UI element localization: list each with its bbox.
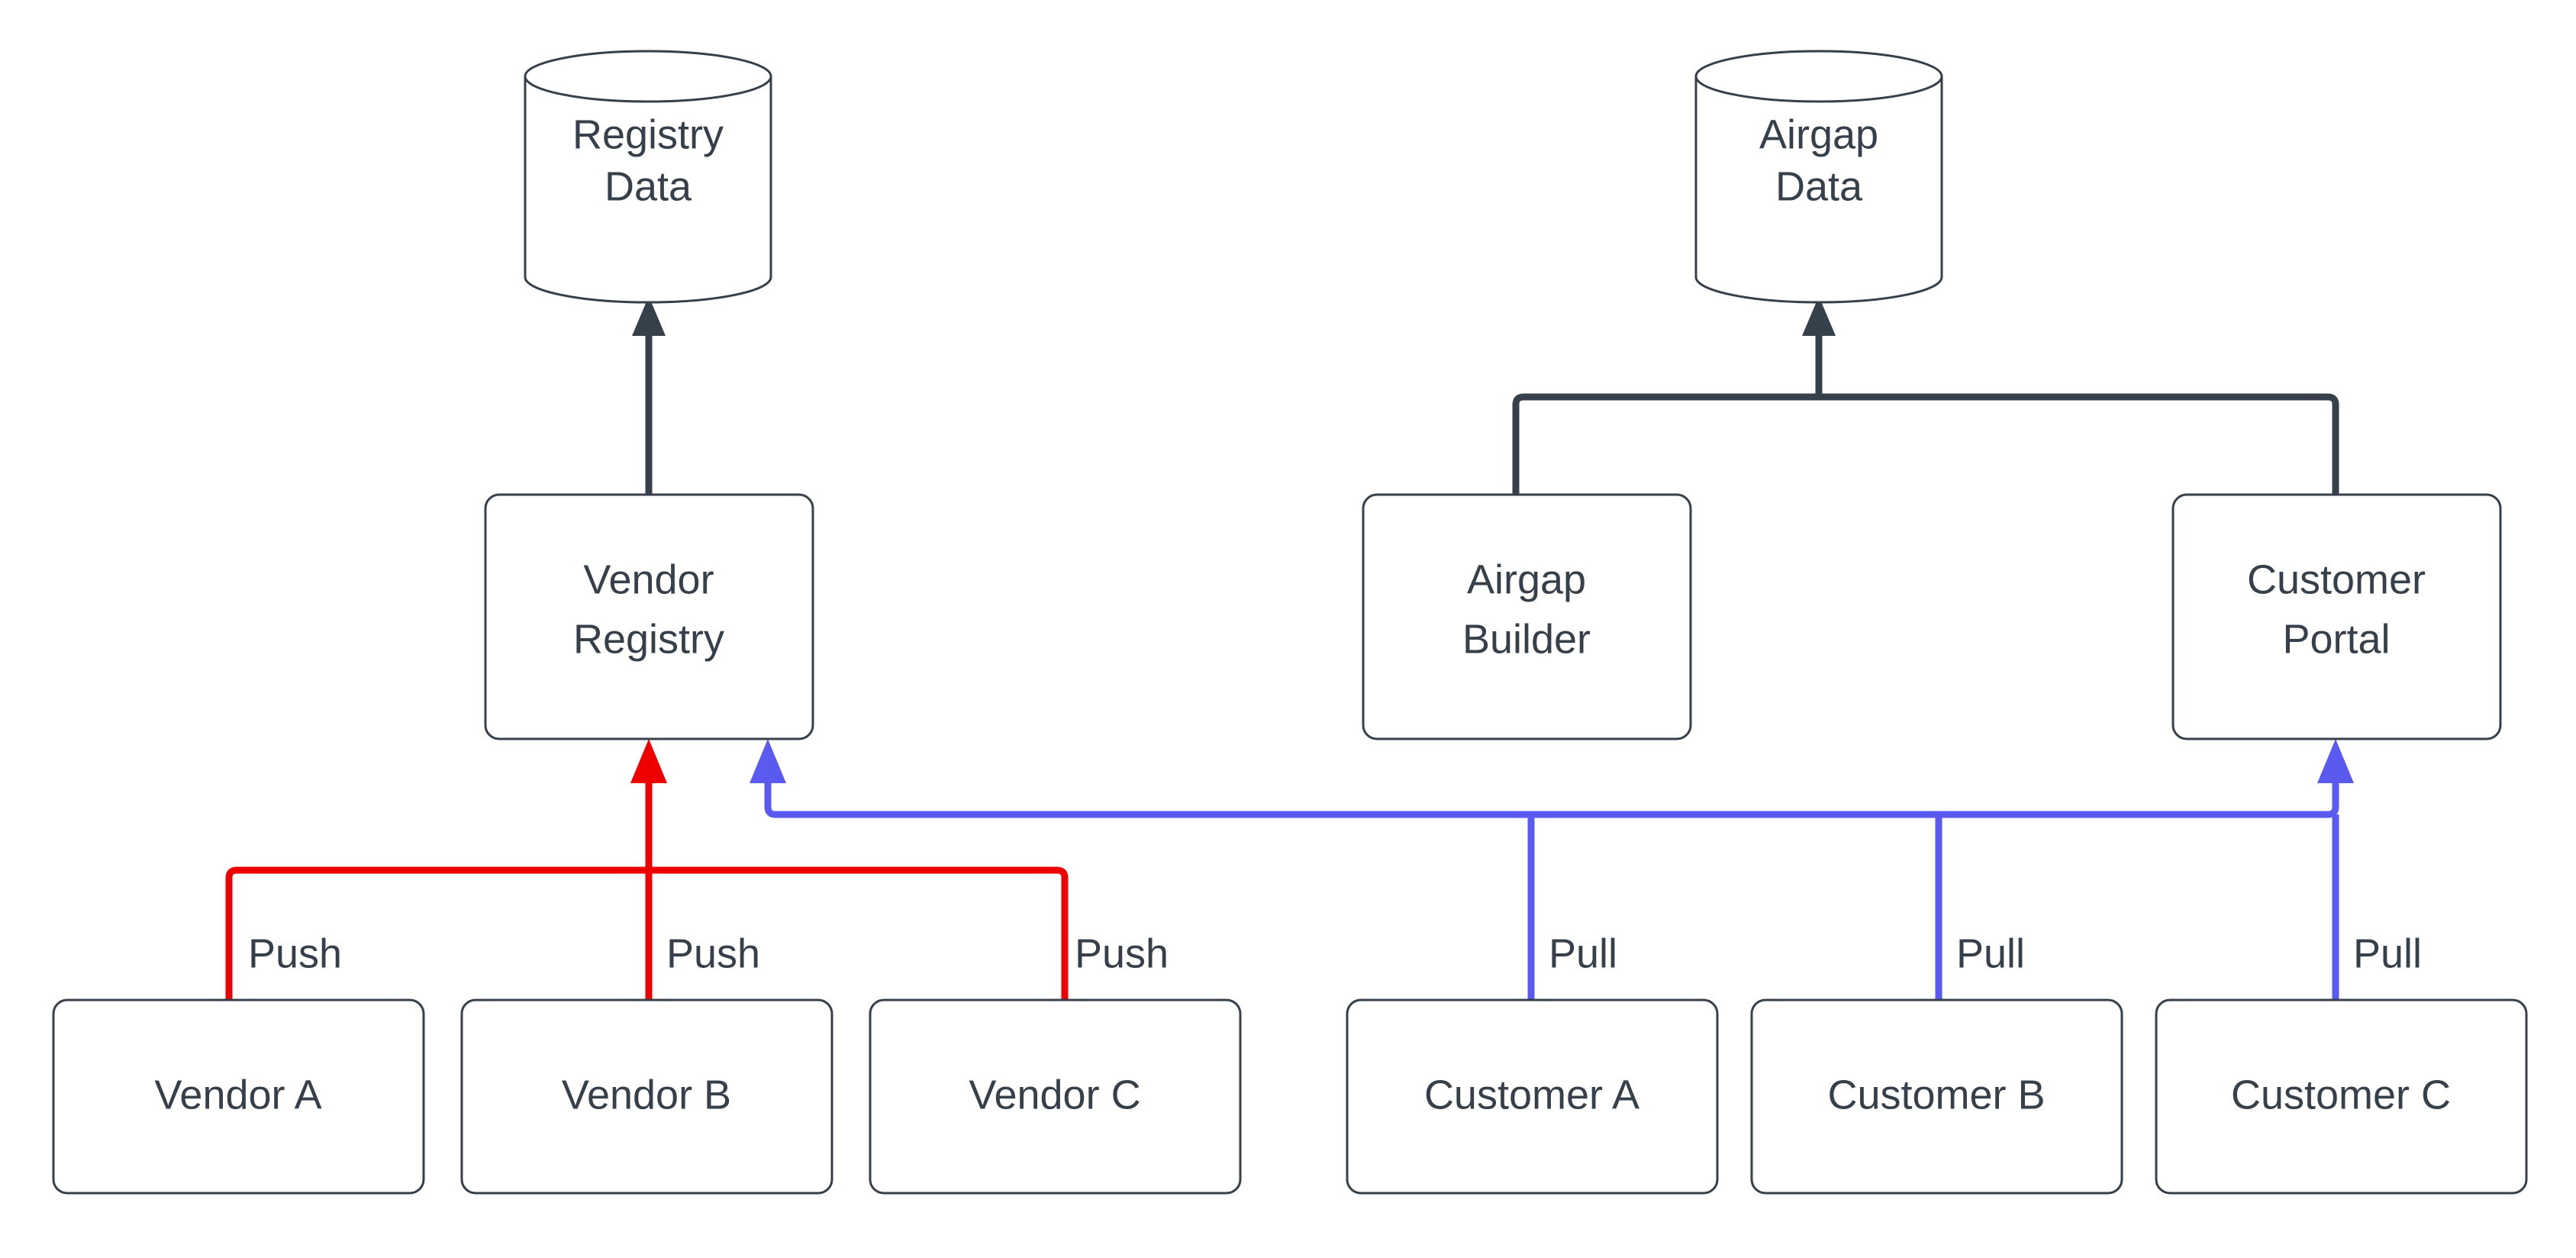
actor-customer-c[interactable]: Customer C: [2155, 998, 2528, 1195]
service-vendor-registry[interactable]: Vendor Registry: [484, 493, 814, 740]
service-label-line2: Portal: [2282, 616, 2390, 662]
edge-label-push-vendor-a: Push: [248, 931, 342, 976]
service-label-line1: Vendor: [583, 556, 714, 602]
actor-vendor-c[interactable]: Vendor C: [869, 998, 1242, 1195]
node-box: [460, 998, 833, 1195]
actor-vendor-a[interactable]: Vendor A: [52, 998, 425, 1195]
service-label-line2: Builder: [1462, 616, 1591, 662]
edge-airgap-data-riser: [1802, 296, 1836, 397]
arrow-head-up-icon: [632, 296, 666, 336]
node-box: [2171, 493, 2502, 740]
node-box: [2155, 998, 2528, 1195]
actor-label: Vendor B: [562, 1072, 731, 1118]
edge-line: [1819, 393, 2339, 495]
edge-push-bus: [225, 739, 1069, 1000]
datastore-label-line1: Airgap: [1759, 111, 1878, 157]
actor-customer-a[interactable]: Customer A: [1346, 998, 1719, 1195]
actor-customer-b[interactable]: Customer B: [1750, 998, 2123, 1195]
cylinder-top: [524, 50, 772, 103]
datastore-label-line2: Data: [1775, 163, 1863, 209]
edge-label-push-vendor-c: Push: [1075, 931, 1169, 976]
actor-label: Vendor C: [969, 1072, 1140, 1118]
cylinder-body: [524, 75, 772, 304]
actor-label: Customer A: [1424, 1072, 1639, 1118]
node-box: [869, 998, 1242, 1195]
node-box: [1346, 998, 1719, 1195]
node-box: [484, 493, 814, 740]
actor-label: Customer B: [1827, 1072, 2045, 1118]
node-box: [1362, 493, 1692, 740]
edge-label-pull-customer-b: Pull: [1956, 931, 2025, 976]
service-label-line1: Airgap: [1467, 556, 1586, 602]
edge-label-push-vendor-b: Push: [666, 931, 760, 976]
cylinder-top: [1694, 50, 1943, 103]
pull-bus-line: [764, 763, 2339, 818]
edge-label-pull-customer-a: Pull: [1549, 931, 1617, 976]
edge-label-pull-customer-c: Pull: [2353, 931, 2422, 976]
service-airgap-builder[interactable]: Airgap Builder: [1362, 493, 1692, 740]
datastore-label-line1: Registry: [572, 111, 724, 157]
edge-pull-bus: [750, 739, 2354, 1000]
actor-label: Vendor A: [154, 1072, 321, 1118]
service-customer-portal[interactable]: Customer Portal: [2171, 493, 2502, 740]
edge-vendor-registry-to-registry-data: [632, 296, 666, 495]
arrow-head-up-icon: [2317, 739, 2354, 783]
service-label-line1: Customer: [2247, 556, 2426, 602]
datastore-airgap-data[interactable]: Airgap Data: [1694, 50, 1943, 304]
datastore-label-line2: Data: [605, 163, 692, 209]
arrow-head-up-icon: [750, 739, 786, 783]
actor-label: Customer C: [2231, 1072, 2451, 1118]
edge-customer-portal-to-airgap-data: [1819, 393, 2339, 495]
actor-vendor-b[interactable]: Vendor B: [460, 998, 833, 1195]
arrow-head-up-icon: [630, 739, 667, 783]
edge-line: [1512, 393, 1819, 495]
arrow-head-up-icon: [1802, 296, 1836, 336]
edge-airgap-builder-to-airgap-data: [1512, 393, 1819, 495]
node-box: [52, 998, 425, 1195]
datastore-registry-data[interactable]: Registry Data: [524, 50, 772, 304]
node-box: [1750, 998, 2123, 1195]
service-label-line2: Registry: [573, 616, 724, 662]
cylinder-body: [1694, 75, 1943, 304]
